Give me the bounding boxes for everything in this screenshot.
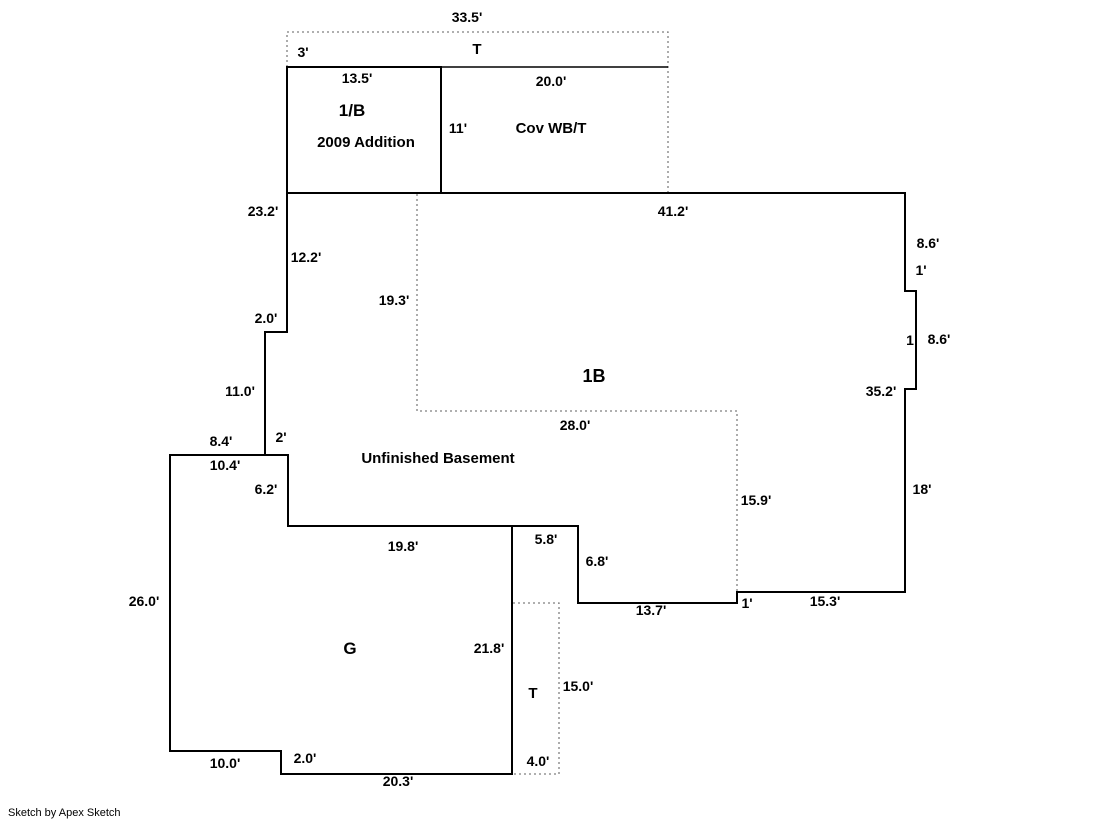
dim-bottom-right: 15.3' [810, 593, 841, 609]
dim-left-lower: 11.0' [225, 383, 255, 399]
bottom-deck-outline [513, 602, 560, 775]
dim-bottom-mid: 13.7' [636, 602, 667, 618]
area-label-addition: 1/B [339, 101, 365, 120]
dim-right-total: 35.2' [866, 383, 897, 399]
area-label-addition-sub: 2009 Addition [317, 134, 415, 151]
dim-step-top: 5.8' [535, 531, 558, 547]
dim-notch-depth: 1' [915, 262, 926, 278]
dim-left-upper: 12.2' [291, 249, 322, 265]
dim-notch-height: 8.6' [928, 331, 951, 347]
top-deck-outline [286, 31, 669, 192]
dim-garage-top-out: 8.4' [210, 433, 233, 449]
dim-deck2-width: 4.0' [527, 753, 550, 769]
dim-porch-width: 20.0' [536, 73, 567, 89]
area-label-bottom-deck: T [528, 685, 537, 702]
dim-garage-divider: 19.8' [388, 538, 419, 554]
dim-notch-width: 1 [906, 332, 914, 348]
dim-deck2-height: 15.0' [563, 678, 594, 694]
area-label-first-basement: 1B [582, 366, 605, 386]
dim-basement-vert: 19.3' [379, 292, 410, 308]
dim-addition-width: 13.5' [342, 70, 373, 86]
area-label-top-deck: T [472, 41, 481, 58]
dim-basement-right: 15.9' [741, 492, 772, 508]
dim-garage-bottom: 20.3' [383, 773, 414, 789]
dim-garage-right: 21.8' [474, 640, 505, 656]
building-outline [169, 192, 917, 775]
area-label-covered-porch: Cov WB/T [516, 120, 587, 137]
dim-garage-left: 26.0' [129, 593, 160, 609]
sketch-credit: Sketch by Apex Sketch [8, 807, 121, 819]
dim-garage-top-in: 2' [275, 429, 286, 445]
dim-right-upper: 8.6' [917, 235, 940, 251]
dim-garage-bottom-jog: 2.0' [294, 750, 317, 766]
dim-basement-horiz: 28.0' [560, 417, 591, 433]
dim-step-right: 6.8' [586, 553, 609, 569]
area-label-basement: Unfinished Basement [361, 450, 514, 467]
dim-top-deck-left: 3' [297, 44, 308, 60]
garage-divider-wall [265, 454, 512, 527]
dim-garage-bottom-left: 10.0' [210, 755, 241, 771]
area-label-garage: G [343, 639, 356, 658]
dim-garage-divider-left: 6.2' [255, 481, 278, 497]
dim-right-lower: 18' [913, 481, 932, 497]
dim-top-deck-width: 33.5' [452, 9, 483, 25]
dim-main-top: 41.2' [658, 203, 689, 219]
dim-bottom-jog: 1' [741, 595, 752, 611]
dim-left-total: 23.2' [248, 203, 279, 219]
basement-boundary [416, 194, 738, 591]
dim-left-jog: 2.0' [255, 310, 278, 326]
dim-garage-top-total: 10.4' [210, 457, 241, 473]
dim-addition-height: 11' [449, 120, 467, 136]
